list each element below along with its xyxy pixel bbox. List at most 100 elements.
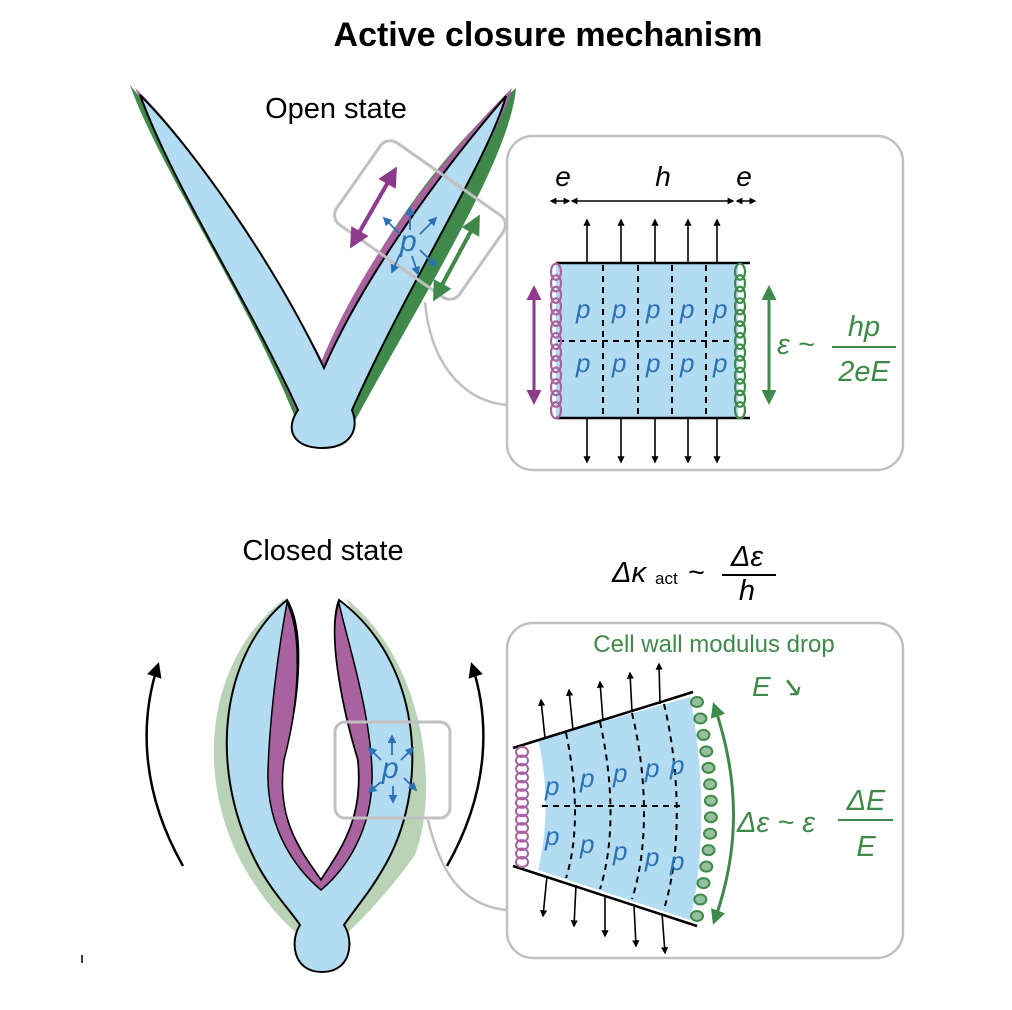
modulus-drop-label: Cell wall modulus drop — [593, 631, 834, 658]
diagram-title: Active closure mechanism — [334, 16, 763, 54]
strain-eq-den: 2eE — [837, 356, 890, 388]
spring-coil — [690, 696, 704, 708]
closed-detail-panel: Cell wall modulus drop E ↘ p p p p p p p… — [505, 621, 905, 960]
svg-text:act: act — [655, 569, 678, 588]
svg-text:~: ~ — [688, 557, 705, 589]
spring-coil — [733, 389, 747, 408]
strain-eq-lhs: ε ~ — [777, 329, 815, 361]
spring-coil — [696, 728, 711, 741]
svg-text:p: p — [579, 763, 594, 793]
closed-stress-arrows — [538, 662, 669, 955]
svg-text:p: p — [679, 348, 694, 378]
spring-coil — [549, 354, 563, 374]
spring-coil — [701, 844, 716, 857]
spring-coil — [733, 401, 747, 420]
modulus-symbol: E ↘ — [752, 671, 802, 702]
spring-coil — [733, 366, 747, 385]
spring-coil — [549, 308, 563, 328]
spring-coil — [515, 762, 529, 775]
left-rotation-arrow — [145, 662, 185, 867]
spring-coil — [515, 796, 529, 809]
closed-green-arrow — [710, 702, 735, 925]
svg-text:p: p — [381, 752, 399, 785]
spring-coil — [549, 389, 563, 408]
green-strain-arrow — [433, 214, 480, 302]
open-state-label: Open state — [265, 93, 407, 125]
spring-coil — [549, 343, 563, 362]
spring-coil — [701, 761, 716, 774]
open-detail-panel: e h e p p p p p p p p p p — [505, 134, 905, 472]
open-pressure-cells: p p p p p p p p p p — [575, 294, 727, 378]
closed-state-label: Closed state — [242, 535, 403, 567]
green-spring-icon — [733, 262, 747, 420]
spring-coil — [703, 794, 718, 807]
closed-zoom-marker: p — [333, 720, 452, 820]
spring-coil — [693, 712, 708, 725]
spring-coil — [515, 830, 529, 843]
spring-coil — [515, 805, 529, 818]
spring-coil — [549, 331, 563, 351]
delta-eq-lhs: Δε ~ ε — [736, 807, 816, 839]
spring-coil — [515, 771, 529, 784]
svg-text:p: p — [679, 294, 694, 324]
strain-eq-num: hp — [848, 311, 880, 343]
svg-text:Δε: Δε — [730, 541, 764, 573]
spring-coil — [733, 354, 747, 374]
purple-strain-arrow — [350, 166, 397, 249]
spring-coil — [693, 893, 708, 906]
svg-text:p: p — [611, 294, 626, 324]
spring-coil — [733, 377, 747, 397]
spring-coil — [515, 839, 529, 852]
dim-e-right: e — [736, 161, 752, 192]
svg-text:p: p — [579, 829, 594, 859]
right-rotation-arrow — [445, 662, 485, 867]
spring-coil — [733, 274, 747, 293]
spring-coil — [733, 331, 747, 351]
closed-pressure-cells: p p p p p p p p p p — [544, 750, 684, 876]
spring-coil — [549, 377, 563, 397]
spring-coil — [515, 754, 529, 767]
spring-coil — [549, 274, 563, 293]
closed-state-organ — [213, 598, 427, 974]
closed-inner-lining — [267, 600, 373, 891]
spring-coil — [699, 860, 714, 873]
spring-coil — [549, 285, 563, 305]
closed-pressure-arrows-icon — [367, 734, 418, 804]
open-zoom-connector — [423, 301, 507, 407]
svg-text:p: p — [669, 846, 684, 876]
closed-purple-spring-icon — [515, 746, 529, 868]
svg-text:p: p — [644, 753, 659, 783]
spring-coil — [549, 366, 563, 385]
spring-coil — [515, 813, 529, 826]
spring-coil — [549, 320, 563, 339]
svg-text:p: p — [669, 750, 684, 780]
spring-coil — [733, 343, 747, 362]
spring-coil — [703, 778, 718, 791]
spring-coil — [515, 856, 529, 868]
svg-text:h: h — [739, 575, 755, 607]
curvature-equation: Δκ act ~ Δε h — [611, 541, 776, 607]
open-state-organ — [130, 85, 516, 450]
spring-coil — [733, 320, 747, 339]
dim-h: h — [655, 161, 671, 192]
open-stress-arrows — [583, 218, 721, 464]
spring-coil — [733, 297, 747, 316]
spring-coil — [515, 779, 529, 792]
spring-coil — [549, 262, 563, 281]
spring-coil — [696, 877, 711, 890]
open-pressure-symbol: p — [399, 225, 417, 258]
purple-spring-icon — [549, 262, 563, 420]
svg-text:p: p — [575, 348, 590, 378]
spring-coil — [733, 308, 747, 328]
svg-text:p: p — [644, 842, 659, 872]
spring-coil — [515, 788, 529, 801]
closed-tissue — [225, 598, 414, 974]
svg-text:p: p — [544, 821, 559, 851]
svg-text:p: p — [612, 758, 627, 788]
svg-text:p: p — [612, 836, 627, 866]
spring-coil — [733, 285, 747, 305]
spring-coil — [515, 746, 529, 758]
spring-coil — [733, 262, 747, 281]
spring-coil — [699, 745, 714, 758]
